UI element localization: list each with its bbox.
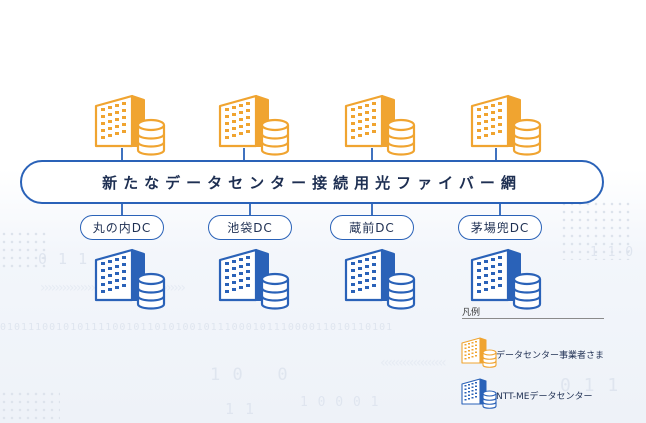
legend-operator-icon	[461, 337, 497, 368]
legend-nttme-label: NTT-MEデータセンター	[496, 392, 593, 402]
legend-operator-label: データセンター事業者さま	[496, 351, 605, 361]
dc-label-ikebukuro: 池袋DC	[208, 215, 292, 240]
operator-building-icon	[218, 94, 290, 156]
bg-dots-bottom	[0, 390, 60, 420]
connector-lines	[121, 148, 501, 216]
bg-binary-4: 1 1	[225, 400, 256, 418]
fiber-network-bar: 新たなデータセンター接続用光ファイバー網	[20, 160, 604, 204]
dc-label-kuramae: 蔵前DC	[330, 215, 414, 240]
fiber-network-title: 新たなデータセンター接続用光ファイバー網	[102, 173, 522, 192]
operator-building-icon	[470, 94, 542, 156]
legend-nttme-icon	[461, 378, 497, 409]
bg-dots-right	[560, 200, 630, 260]
operator-building-icon	[94, 94, 166, 156]
bg-binary-6: 0 1 1	[560, 375, 620, 396]
bg-dots-left	[0, 230, 50, 270]
nttme-building-icon	[470, 248, 542, 310]
nttme-building-icon	[94, 248, 166, 310]
operator-building-icon	[344, 94, 416, 156]
bg-binary-3: 1 0 0	[210, 365, 289, 385]
nttme-building-icon	[218, 248, 290, 310]
bg-binary-2: 0101110010101111001011010100101110001011…	[0, 322, 394, 333]
bg-chevrons-2: ‹‹‹‹‹‹‹‹‹‹‹‹‹‹‹‹‹‹	[380, 355, 447, 371]
bg-binary-7: 1 0 0 0 1	[300, 395, 380, 410]
dc-label-kayabakabuto: 茅場兜DC	[458, 215, 542, 240]
nttme-building-icon	[344, 248, 416, 310]
legend-divider	[462, 318, 604, 319]
bg-binary-1: 0 1 1	[38, 250, 89, 268]
dc-label-marunouchi: 丸の内DC	[80, 215, 164, 240]
legend-title: 凡例	[462, 308, 481, 318]
